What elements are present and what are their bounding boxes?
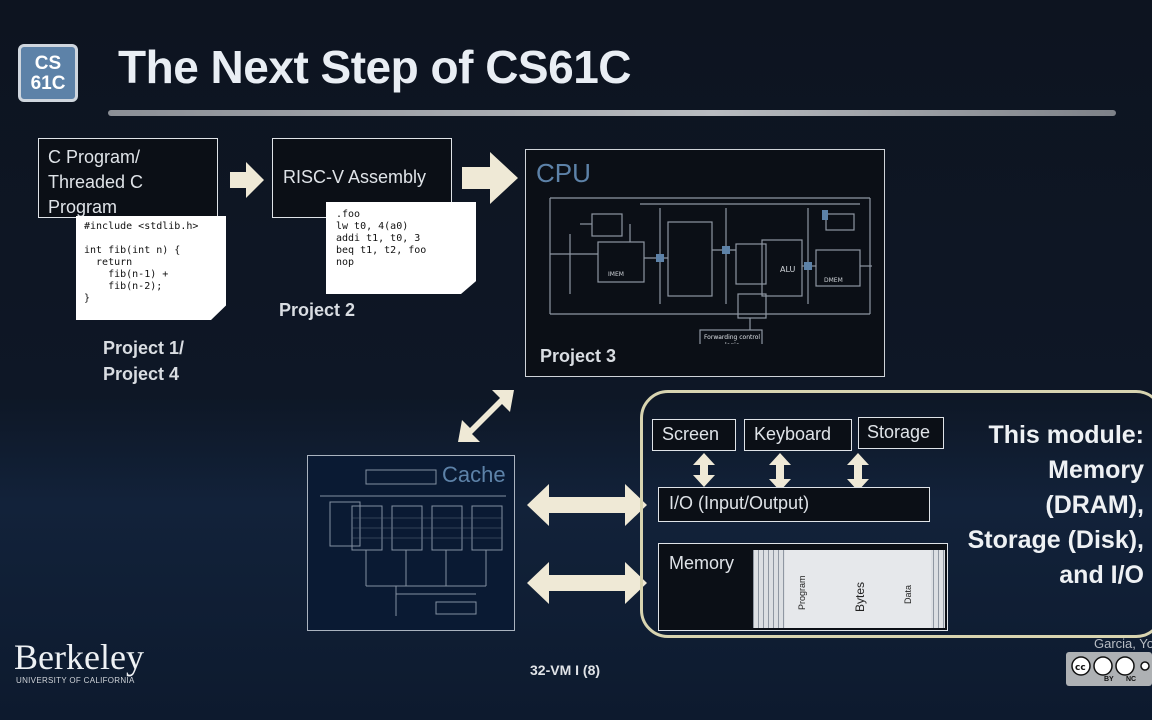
module-line: (DRAM), (1045, 491, 1144, 519)
keyboard-label: Keyboard (754, 424, 832, 444)
screen-box: Screen (652, 419, 736, 451)
author-credit: Garcia, Yo (1094, 636, 1152, 651)
module-description: This module: Memory (DRAM), Storage (Dis… (968, 418, 1144, 593)
bytes-section-label: Bytes (853, 581, 867, 612)
logo-line2: 61C (30, 73, 66, 94)
vertical-arrow-icon (847, 453, 869, 491)
data-region (885, 550, 931, 628)
program-section-label: Program (797, 575, 807, 610)
cc-license-badge: cc BY NC (1066, 652, 1152, 686)
right-arrow-icon (230, 162, 264, 198)
cc-icon: cc (1071, 656, 1150, 676)
project-3-label: Project 3 (540, 346, 617, 366)
module-line: This module: (988, 421, 1144, 449)
c-code-text: #include <stdlib.h> int fib(int n) { ret… (84, 221, 199, 304)
c-program-label: C Program/ Threaded C Program (48, 147, 144, 217)
logo-line1: CS (34, 53, 62, 74)
risc-v-label: RISC-V Assembly (283, 167, 427, 187)
storage-box: Storage (858, 417, 944, 449)
asm-code-paper: .foo lw t0, 4(a0) addi t1, t0, 3 beq t1,… (326, 202, 476, 294)
memory-label: Memory (669, 553, 735, 573)
bidirectional-arrow-icon (458, 390, 514, 442)
keyboard-box: Keyboard (744, 419, 852, 451)
module-line: Storage (Disk), (967, 526, 1144, 554)
screen-label: Screen (662, 424, 720, 444)
io-box: I/O (Input/Output) (658, 487, 930, 522)
cache-label: Cache (442, 462, 506, 487)
vertical-arrow-icon (769, 453, 791, 491)
berkeley-wordmark: Berkeley (14, 637, 144, 677)
alu-label: ALU (780, 265, 796, 274)
cpu-label: CPU (536, 158, 591, 188)
cache-diagram (320, 469, 506, 616)
bidirectional-arrow-icon (527, 484, 647, 526)
cpu-datapath-diagram: ALU IMEM DMEM Forwarding control logic (549, 197, 872, 344)
memory-box: Memory Program Bytes Data (658, 543, 948, 631)
data-section-label: Data (903, 584, 913, 604)
cpu-box: CPU (525, 149, 885, 377)
bytes-region (839, 550, 885, 628)
io-label: I/O (Input/Output) (669, 493, 810, 513)
asm-code-text: .foo lw t0, 4(a0) addi t1, t0, 3 beq t1,… (336, 209, 427, 268)
module-panel (640, 390, 1152, 638)
project-2-label: Project 2 (279, 300, 356, 320)
memory-grid: Program Bytes Data (753, 550, 945, 628)
module-line: Memory (1048, 456, 1144, 484)
imem-label: IMEM (608, 271, 624, 278)
cache-box: Cache (307, 455, 515, 631)
c-code-paper: #include <stdlib.h> int fib(int n) { ret… (76, 216, 226, 320)
project-4-label: Project 4 (103, 364, 180, 384)
svg-text:cc: cc (1075, 663, 1086, 673)
c-program-box: C Program/ Threaded C Program (38, 138, 218, 218)
right-arrow-icon (462, 152, 518, 204)
program-region (785, 550, 839, 628)
page-number: 32-VM I (8) (530, 662, 601, 678)
storage-label: Storage (867, 422, 931, 442)
cs61c-logo: CS 61C (18, 44, 78, 102)
slide-title: The Next Step of CS61C (118, 41, 632, 93)
module-line: and I/O (1059, 561, 1144, 589)
license-by: BY (1104, 676, 1114, 683)
dmem-label: DMEM (824, 277, 843, 284)
title-rule (108, 110, 1116, 116)
forwarding-logic-label: Forwarding control logic (703, 334, 761, 344)
vertical-arrow-icon (693, 453, 715, 487)
license-nc: NC (1126, 676, 1137, 683)
project-1-label: Project 1/ (103, 338, 185, 358)
berkeley-subtitle: UNIVERSITY OF CALIFORNIA (16, 676, 135, 685)
bidirectional-arrow-icon (527, 562, 647, 604)
